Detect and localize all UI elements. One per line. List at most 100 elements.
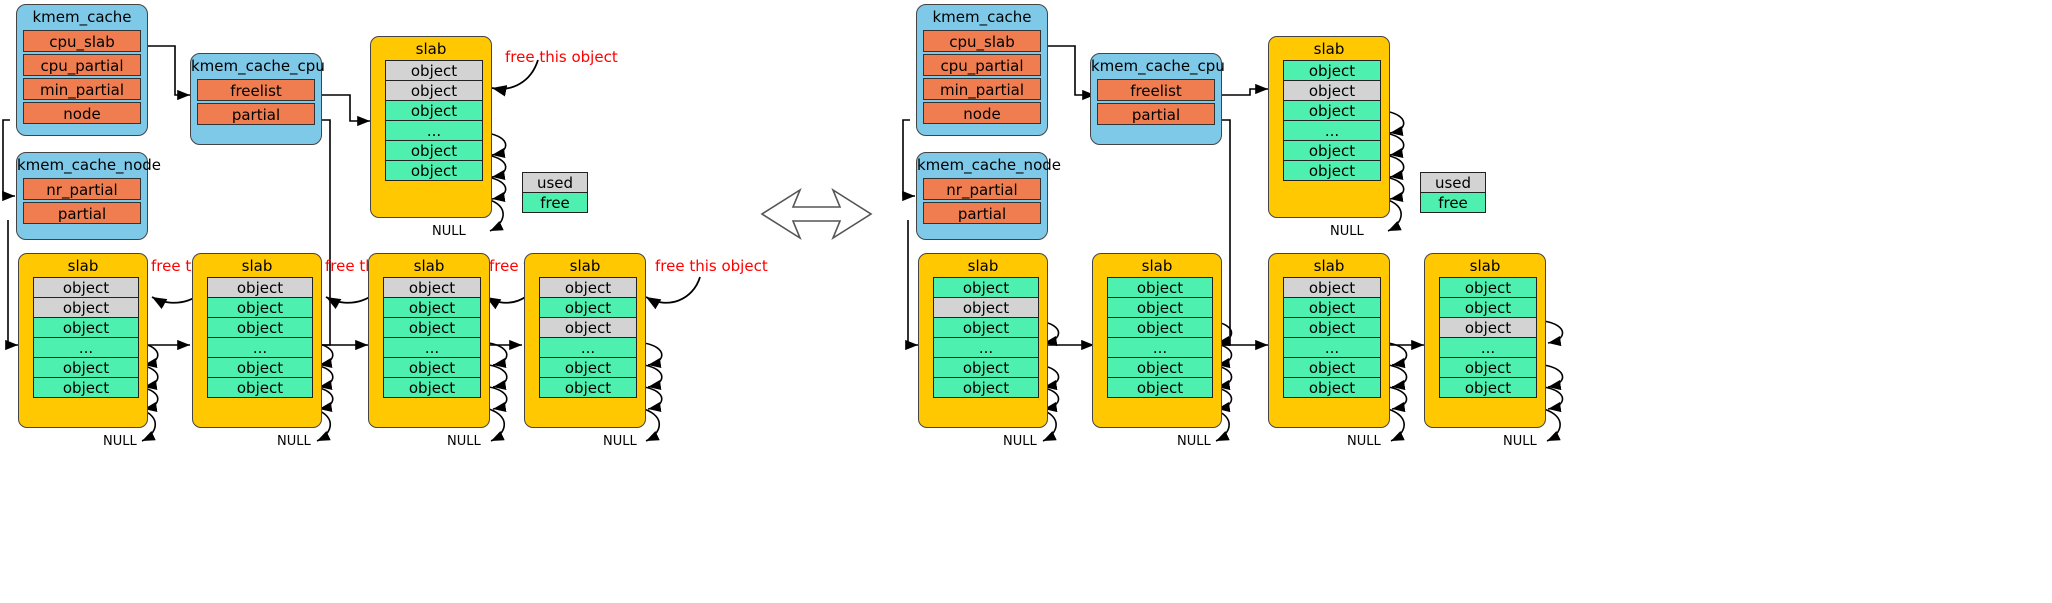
object-row[interactable]: ... (1283, 337, 1381, 358)
object-row[interactable]: ... (1439, 337, 1537, 358)
legend-used-swatch: used (522, 172, 588, 193)
object-row[interactable]: object (1439, 297, 1537, 318)
object-row[interactable]: object (1283, 297, 1381, 318)
object-row[interactable]: object (33, 377, 139, 398)
slab-right-cpu[interactable]: slab object object object ... object obj… (1268, 36, 1390, 218)
object-row[interactable]: object (33, 357, 139, 378)
slab-right-partial-1[interactable]: slab object object object ... object obj… (918, 253, 1048, 428)
kmem-cache-struct-left[interactable]: kmem_cache cpu_slab cpu_partial min_part… (16, 4, 148, 136)
slab-right-partial-2[interactable]: slab object object object ... object obj… (1092, 253, 1222, 428)
object-row[interactable]: object (385, 160, 483, 181)
object-row[interactable]: object (1107, 297, 1213, 318)
field-min-partial[interactable]: min_partial (23, 78, 141, 100)
field-freelist[interactable]: freelist (1097, 79, 1215, 101)
object-row[interactable]: object (933, 297, 1039, 318)
object-row[interactable]: object (1439, 277, 1537, 298)
field-nr-partial[interactable]: nr_partial (923, 178, 1041, 200)
object-row[interactable]: object (385, 100, 483, 121)
object-row[interactable]: object (383, 317, 481, 338)
object-row[interactable]: object (207, 297, 313, 318)
object-row[interactable]: object (1283, 140, 1381, 161)
object-row[interactable]: object (207, 277, 313, 298)
object-row[interactable]: ... (383, 337, 481, 358)
object-row[interactable]: object (383, 357, 481, 378)
object-row[interactable]: object (207, 357, 313, 378)
object-row[interactable]: object (1283, 317, 1381, 338)
object-list: object object object ... object object (33, 277, 139, 398)
kmem-cache-node-struct-right[interactable]: kmem_cache_node nr_partial partial (916, 152, 1061, 240)
object-row[interactable]: object (33, 317, 139, 338)
field-freelist[interactable]: freelist (197, 79, 315, 101)
object-row[interactable]: object (1283, 100, 1381, 121)
object-row[interactable]: ... (539, 337, 637, 358)
object-row[interactable]: object (1439, 317, 1537, 338)
field-node[interactable]: node (23, 102, 141, 124)
field-partial[interactable]: partial (1097, 103, 1215, 125)
object-row[interactable]: object (385, 140, 483, 161)
field-partial[interactable]: partial (23, 202, 141, 224)
slab-left-partial-2[interactable]: slab object object object ... object obj… (192, 253, 322, 428)
object-row[interactable]: object (1283, 357, 1381, 378)
object-row[interactable]: ... (385, 120, 483, 141)
object-row[interactable]: object (33, 297, 139, 318)
slab-left-partial-4[interactable]: slab object object object ... object obj… (524, 253, 646, 428)
legend-right: used free (1420, 172, 1486, 213)
object-row[interactable]: object (1107, 317, 1213, 338)
object-row[interactable]: object (539, 277, 637, 298)
object-row[interactable]: ... (1107, 337, 1213, 358)
object-row[interactable]: object (1283, 160, 1381, 181)
object-row[interactable]: object (1283, 377, 1381, 398)
transition-arrow-icon (762, 190, 872, 240)
object-row[interactable]: object (385, 80, 483, 101)
object-row[interactable]: object (385, 60, 483, 81)
kmem-cache-node-struct-left[interactable]: kmem_cache_node nr_partial partial (16, 152, 161, 240)
field-cpu-partial[interactable]: cpu_partial (923, 54, 1041, 76)
object-row[interactable]: object (383, 297, 481, 318)
object-row[interactable]: ... (207, 337, 313, 358)
object-row[interactable]: object (383, 277, 481, 298)
slab-left-partial-1[interactable]: slab object object object ... object obj… (18, 253, 148, 428)
object-row[interactable]: object (33, 277, 139, 298)
field-cpu-slab[interactable]: cpu_slab (923, 30, 1041, 52)
object-row[interactable]: object (539, 317, 637, 338)
object-row[interactable]: object (1283, 60, 1381, 81)
object-row[interactable]: object (933, 377, 1039, 398)
object-row[interactable]: object (1283, 80, 1381, 101)
slab-right-partial-4[interactable]: slab object object object ... object obj… (1424, 253, 1546, 428)
object-row[interactable]: object (383, 377, 481, 398)
field-cpu-partial[interactable]: cpu_partial (23, 54, 141, 76)
slab-right-partial-3[interactable]: slab object object object ... object obj… (1268, 253, 1390, 428)
field-min-partial[interactable]: min_partial (923, 78, 1041, 100)
object-row[interactable]: object (1439, 357, 1537, 378)
object-row[interactable]: object (539, 377, 637, 398)
object-list: object object object ... object object (933, 277, 1039, 398)
object-row[interactable]: object (1107, 377, 1213, 398)
slab-title: slab (1313, 40, 1345, 58)
field-cpu-slab[interactable]: cpu_slab (23, 30, 141, 52)
object-row[interactable]: object (207, 377, 313, 398)
slab-left-partial-3[interactable]: slab object object object ... object obj… (368, 253, 490, 428)
field-partial[interactable]: partial (923, 202, 1041, 224)
object-row[interactable]: object (539, 357, 637, 378)
object-row[interactable]: object (933, 357, 1039, 378)
object-row[interactable]: ... (33, 337, 139, 358)
object-row[interactable]: ... (933, 337, 1039, 358)
object-row[interactable]: object (933, 317, 1039, 338)
kmem-cache-struct-right[interactable]: kmem_cache cpu_slab cpu_partial min_part… (916, 4, 1048, 136)
object-row[interactable]: ... (1283, 120, 1381, 141)
object-row[interactable]: object (539, 297, 637, 318)
field-partial[interactable]: partial (197, 103, 315, 125)
object-row[interactable]: object (933, 277, 1039, 298)
object-row[interactable]: object (1283, 277, 1381, 298)
kmem-cache-cpu-struct-left[interactable]: kmem_cache_cpu freelist partial (190, 53, 325, 145)
field-nr-partial[interactable]: nr_partial (23, 178, 141, 200)
kmem-cache-cpu-struct-right[interactable]: kmem_cache_cpu freelist partial (1090, 53, 1225, 145)
object-row[interactable]: object (1107, 277, 1213, 298)
null-label: NULL (603, 434, 637, 449)
object-row[interactable]: object (1107, 357, 1213, 378)
field-node[interactable]: node (923, 102, 1041, 124)
object-list: object object object ... object object (539, 277, 637, 398)
object-row[interactable]: object (207, 317, 313, 338)
slab-left-cpu[interactable]: slab object object object ... object obj… (370, 36, 492, 218)
object-row[interactable]: object (1439, 377, 1537, 398)
